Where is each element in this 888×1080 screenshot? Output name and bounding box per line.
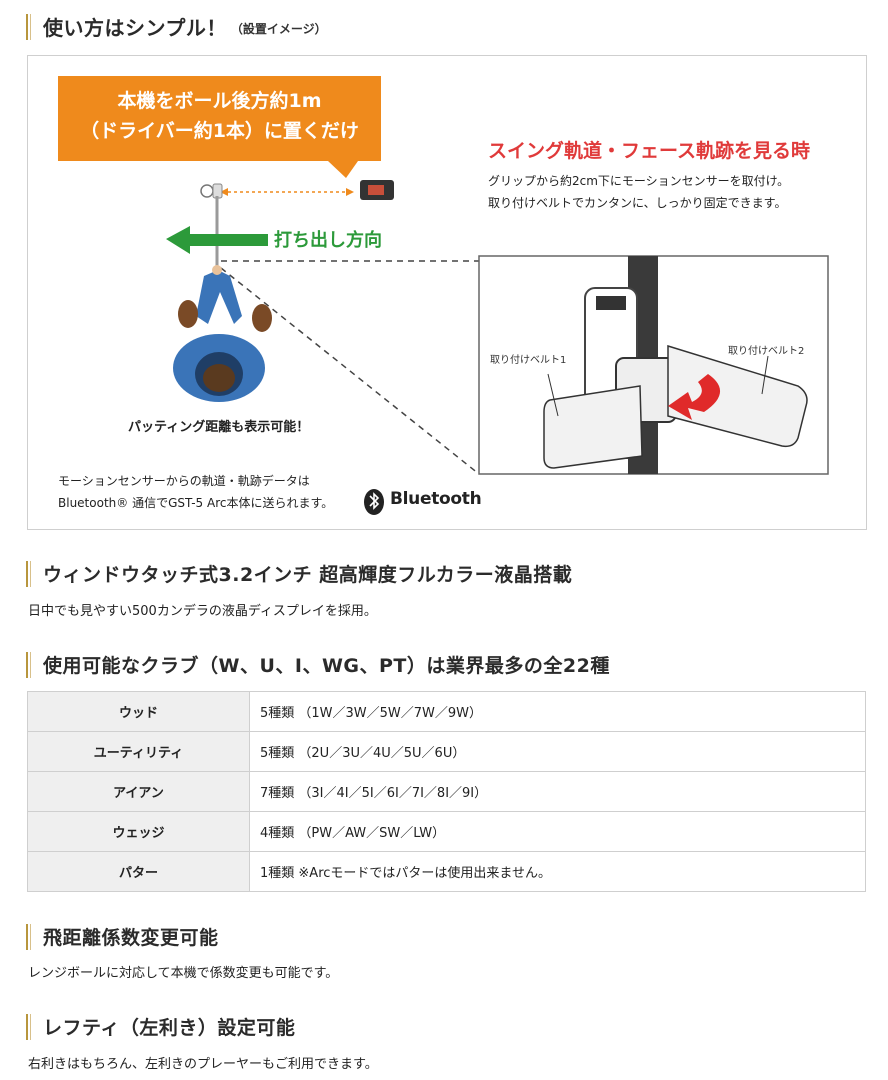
section-description: レンジボールに対応して本機で係数変更も可能です。 xyxy=(28,966,339,981)
table-row: ユーティリティ 5種類 （2U／3U／4U／5U／6U） xyxy=(27,731,866,772)
club-name-cell: ウェッジ xyxy=(27,811,250,852)
device-icon xyxy=(360,180,394,200)
heading-accent-bar xyxy=(26,560,31,587)
belt-2-label: 取り付けベルト2 xyxy=(728,346,805,357)
section-title: 飛距離係数変更可能 xyxy=(43,927,219,949)
swing-desc-line-1: グリップから約2cm下にモーションセンサーを取付け。 xyxy=(488,174,790,188)
heading-accent-bar xyxy=(26,13,31,40)
table-row: アイアン 7種類 （3I／4I／5I／6I／7I／8I／9I） xyxy=(27,771,866,812)
arrow-left-icon xyxy=(166,226,268,254)
belt-1 xyxy=(543,385,643,469)
bt-desc-line-2: Bluetooth® 通信でGST-5 Arc本体に送られます。 xyxy=(58,496,334,510)
club-name-cell: ユーティリティ xyxy=(27,731,250,772)
club-name-cell: アイアン xyxy=(27,771,250,812)
setup-callout: 本機をボール後方約1m （ドライバー約1本）に置くだけ xyxy=(58,76,381,161)
ball-icon xyxy=(200,184,214,198)
belt-2 xyxy=(667,344,808,448)
section-title: レフティ（左利き）設定可能 xyxy=(43,1017,296,1039)
swing-title: スイング軌道・フェース軌跡を見る時 xyxy=(488,140,811,162)
section-heading-lefty: レフティ（左利き）設定可能 xyxy=(26,1013,295,1040)
section-title: 使い方はシンプル！ xyxy=(43,16,227,40)
club-name-cell: パター xyxy=(27,851,250,892)
section-title: 使用可能なクラブ（W、U、I、WG、PT）は業界最多の全22種 xyxy=(43,655,610,677)
callout-line-1: 本機をボール後方約1m xyxy=(117,90,322,112)
golfer-icon xyxy=(173,265,272,402)
table-row: ウッド 5種類 （1W／3W／5W／7W／9W） xyxy=(27,691,866,732)
table-row: パター 1種類 ※Arcモードではパターは使用出来ません。 xyxy=(27,851,866,892)
bt-desc-line-1: モーションセンサーからの軌道・軌跡データは xyxy=(58,474,310,488)
belt-1-label: 取り付けベルト1 xyxy=(490,355,567,366)
club-spec-cell: 4種類 （PW／AW／SW／LW） xyxy=(249,811,866,852)
launch-direction-label: 打ち出し方向 xyxy=(274,230,382,251)
section-title: ウィンドウタッチ式3.2インチ 超高輝度フルカラー液晶搭載 xyxy=(43,564,573,586)
heading-accent-bar xyxy=(26,923,31,950)
rotate-arrow-icon xyxy=(668,374,721,420)
club-spec-cell: 5種類 （2U／3U／4U／5U／6U） xyxy=(249,731,866,772)
section-heading-display: ウィンドウタッチ式3.2インチ 超高輝度フルカラー液晶搭載 xyxy=(26,560,572,587)
section-heading-usage: 使い方はシンプル！ （設置イメージ） xyxy=(26,12,327,41)
swing-desc-line-2: 取り付けベルトでカンタンに、しっかり固定できます。 xyxy=(488,196,787,210)
callout-line-2: （ドライバー約1本）に置くだけ xyxy=(80,120,359,142)
bluetooth-description: モーションセンサーからの軌道・軌跡データは Bluetooth® 通信でGST-… xyxy=(58,470,333,514)
section-heading-clubs: 使用可能なクラブ（W、U、I、WG、PT）は業界最多の全22種 xyxy=(26,651,610,678)
callout-tail xyxy=(328,161,358,178)
guide-line-bottom xyxy=(220,267,480,475)
bluetooth-logo-text: Bluetooth xyxy=(390,489,482,509)
bluetooth-icon xyxy=(364,489,384,515)
club-spec-cell: 5種類 （1W／3W／5W／7W／9W） xyxy=(249,691,866,732)
setup-illustration: 本機をボール後方約1m （ドライバー約1本）に置くだけ スイング軌道・フェース軌… xyxy=(27,55,867,530)
section-heading-distance-factor: 飛距離係数変更可能 xyxy=(26,923,219,950)
heading-accent-bar xyxy=(26,1013,31,1040)
club-spec-cell: 1種類 ※Arcモードではパターは使用出来ません。 xyxy=(249,851,866,892)
illustration-graphics xyxy=(166,161,829,515)
section-description: 右利きはもちろん、左利きのプレーヤーもご利用できます。 xyxy=(28,1057,378,1072)
club-spec-cell: 7種類 （3I／4I／5I／6I／7I／8I／9I） xyxy=(249,771,866,812)
club-table: ウッド 5種類 （1W／3W／5W／7W／9W） ユーティリティ 5種類 （2U… xyxy=(27,691,866,892)
section-description: 日中でも見やすい500カンデラの液晶ディスプレイを採用。 xyxy=(28,604,377,619)
club-name-cell: ウッド xyxy=(27,691,250,732)
bluetooth-logo: Bluetooth xyxy=(364,489,482,509)
sensor-detail-panel xyxy=(478,255,829,475)
section-subtitle: （設置イメージ） xyxy=(230,22,327,36)
table-row: ウェッジ 4種類 （PW／AW／SW／LW） xyxy=(27,811,866,852)
putting-distance-label: パッティング距離も表示可能！ xyxy=(128,420,310,435)
swing-description: グリップから約2cm下にモーションセンサーを取付け。 取り付けベルトでカンタンに… xyxy=(488,170,789,214)
heading-accent-bar xyxy=(26,651,31,678)
